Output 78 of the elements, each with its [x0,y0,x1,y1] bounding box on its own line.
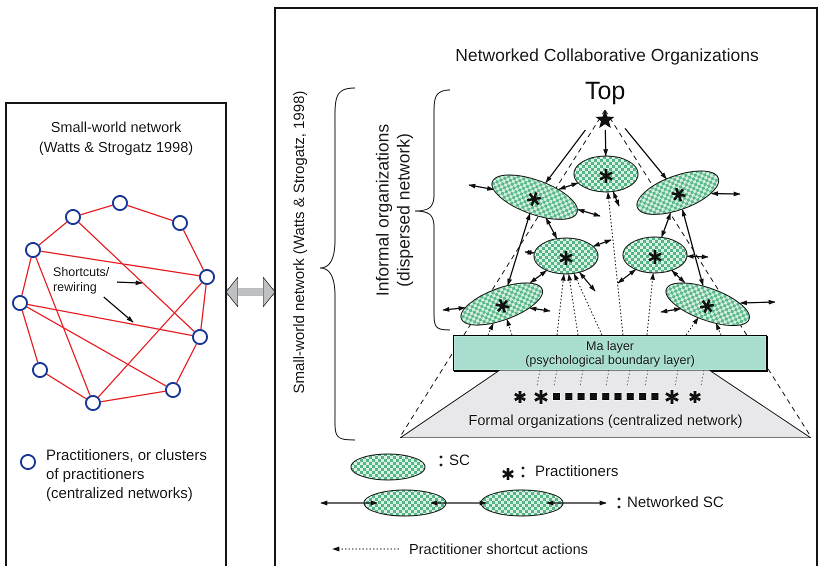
link-line [127,204,173,222]
legend-label: Practitioners [535,463,618,482]
arrow [686,254,709,260]
node-circle [172,215,188,231]
link-line [21,258,32,296]
link-line [35,257,91,396]
layer-subtitle: (psychological boundary layer) [525,353,695,367]
legend-label: Networked SC [627,494,724,513]
dotted-arrow [506,319,512,336]
arrow [660,307,682,314]
link-line [40,250,200,276]
legend-label: SC [449,452,470,471]
node-circle [85,395,101,411]
side-label: Informal organizations (dispersed network) [372,122,414,298]
arrow [612,191,620,207]
link-line [183,230,204,270]
legend-label: Practitioners, or clusters of practitioners (centralized networks) [46,447,208,504]
arrow [545,130,586,184]
side-label: Small-world network (Watts & Strogatz, 1998) [291,90,309,396]
dotted-arrow [488,323,494,336]
node-circle [32,362,48,378]
layer-band [453,335,767,371]
arrow [524,250,535,256]
node-circle [65,209,81,225]
arrow [592,239,612,247]
link-line [80,204,113,216]
panel-title: Networked Collaborative Organizations [454,45,760,66]
link-line [28,304,192,336]
dotted-arrow [646,272,655,336]
node-circle [12,295,28,311]
arrow [617,269,636,284]
link-line [100,390,166,402]
dotted-arrow [716,322,722,336]
dotted-arrow [574,273,602,336]
node-circle [112,195,128,211]
arrow [442,306,466,312]
arrow [558,182,578,190]
node-circle [192,329,208,345]
dotted-arrow [556,274,566,336]
trapezoid-label: Formal organizations (centralized network) [468,413,744,429]
dotted-arrow [567,274,578,336]
arrow [579,272,596,292]
link-line [26,306,166,387]
panel [5,102,227,566]
link-line [176,344,197,384]
arrow [530,270,547,284]
arrow [468,184,494,191]
annotation-text: Shortcuts/ rewiring [53,265,117,297]
arrow [507,213,530,286]
link-line [46,374,87,400]
double-arrow [226,276,276,308]
dotted-arrow [686,317,699,336]
arrow [624,128,667,180]
panel-title: Small-world network (Watts & Strogatz 1998) [38,119,194,158]
arrow [603,130,608,156]
node-circle [165,382,181,398]
arrow [529,306,551,313]
top-label: Top [585,78,625,105]
panel [274,7,818,566]
layer-title: Ma layer [586,339,634,353]
link-line [22,310,38,363]
link-line [98,282,202,398]
dotted-arrow [606,192,624,336]
legend-label: Practitioner shortcut actions [409,541,588,560]
link-line [38,222,68,246]
arrow [103,296,134,322]
arrow [116,280,143,286]
node-circle [25,242,41,258]
arrow [740,300,776,306]
link-line [200,284,207,330]
arrow [577,209,601,217]
link-line [78,222,195,332]
arrow [711,191,741,196]
arrow [546,218,558,239]
arrow [661,212,672,238]
node-circle [199,269,215,285]
arrow [682,209,704,286]
arrow [672,270,686,283]
